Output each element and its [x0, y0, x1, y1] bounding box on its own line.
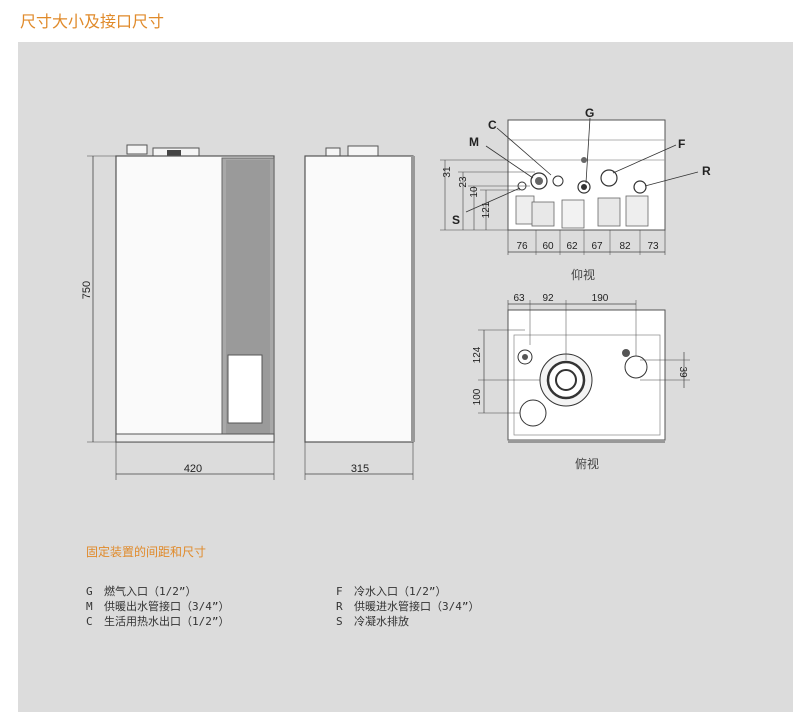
front-height-dim: 750 [81, 281, 93, 299]
legend-code: S [336, 615, 343, 628]
bottom-view: G C M F R S 31 23 10 121 76 60 62 67 82 … [440, 106, 711, 282]
dim-124: 124 [472, 346, 483, 363]
legend-text: 供暖进水管接口（3/4”） [354, 600, 480, 613]
dim-31: 31 [442, 166, 453, 178]
legend-code: C [86, 615, 93, 628]
top-view: 63 92 190 124 100 39 俯视 [472, 293, 690, 471]
side-depth-dim: 315 [351, 463, 369, 475]
legend-code: G [86, 585, 93, 598]
side-view: 315 [304, 145, 415, 480]
dim-63: 63 [513, 293, 525, 304]
legend-code: R [336, 600, 343, 613]
dim-82: 82 [619, 241, 631, 252]
legend-text: 冷水入口（1/2”） [354, 585, 447, 598]
dim-39: 39 [677, 366, 688, 378]
label-r: R [702, 164, 711, 178]
dim-73: 73 [647, 241, 659, 252]
dim-76: 76 [516, 241, 528, 252]
page-title: 尺寸大小及接口尺寸 [20, 12, 165, 31]
dim-10: 10 [469, 186, 480, 198]
legend-item: M 供暖出水管接口（3/4”） [86, 599, 230, 614]
top-view-label: 俯视 [575, 456, 599, 471]
dim-60: 60 [542, 241, 554, 252]
legend-item: C 生活用热水出口（1/2”） [86, 614, 230, 629]
legend-text: 生活用热水出口（1/2”） [104, 615, 230, 628]
front-width-dim: 420 [184, 463, 202, 475]
dim-67: 67 [591, 241, 603, 252]
legend-text: 冷凝水排放 [354, 615, 409, 628]
label-s: S [452, 213, 460, 227]
legend-text: 供暖出水管接口（3/4”） [104, 600, 230, 613]
label-f: F [678, 137, 685, 151]
legend-item: F 冷水入口（1/2”） [336, 584, 480, 599]
label-m: M [469, 135, 479, 149]
legend-text: 燃气入口（1/2”） [104, 585, 197, 598]
legend-item: S 冷凝水排放 [336, 614, 480, 629]
dim-190: 190 [592, 293, 609, 304]
front-view: 750 420 [81, 144, 275, 480]
legend-item: R 供暖进水管接口（3/4”） [336, 599, 480, 614]
legend-code: F [336, 585, 343, 598]
dim-100: 100 [472, 388, 483, 405]
legend-right: F 冷水入口（1/2”） R 供暖进水管接口（3/4”） S 冷凝水排放 [336, 584, 480, 629]
fixtures-subtitle: 固定装置的间距和尺寸 [86, 545, 207, 559]
legend-code: M [86, 600, 93, 613]
dim-23: 23 [458, 176, 469, 188]
label-g: G [585, 106, 594, 120]
bottom-view-label: 仰视 [571, 267, 595, 282]
label-c: C [488, 118, 497, 132]
legend-item: G 燃气入口（1/2”） [86, 584, 230, 599]
dim-62: 62 [566, 241, 578, 252]
dim-92: 92 [542, 293, 554, 304]
dim-121: 121 [481, 201, 492, 218]
legend-left: G 燃气入口（1/2”） M 供暖出水管接口（3/4”） C 生活用热水出口（1/2”… [86, 584, 230, 629]
